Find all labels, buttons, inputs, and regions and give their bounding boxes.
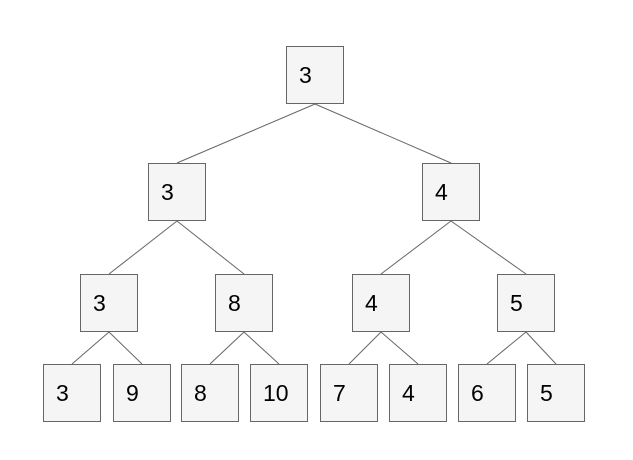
- tree-node-l1-0[interactable]: 3: [148, 163, 206, 221]
- tree-node-l2-1[interactable]: 8: [215, 274, 273, 332]
- tree-edge: [525, 331, 557, 365]
- tree-edge: [176, 103, 316, 164]
- tree-edge: [71, 331, 110, 365]
- tree-node-l3-5[interactable]: 4: [389, 364, 447, 422]
- tree-node-l2-3[interactable]: 5: [497, 274, 555, 332]
- tree-node-l3-1[interactable]: 9: [113, 364, 171, 422]
- tree-node-l3-2[interactable]: 8: [181, 364, 239, 422]
- tree-edge: [243, 331, 280, 365]
- tree-node-l3-3[interactable]: 10: [250, 364, 308, 422]
- tree-node-l3-6[interactable]: 6: [458, 364, 516, 422]
- tree-node-l1-1[interactable]: 4: [422, 163, 480, 221]
- tree-node-l0-0[interactable]: 3: [286, 46, 344, 104]
- tree-edge: [108, 220, 178, 275]
- tree-node-l3-7[interactable]: 5: [527, 364, 585, 422]
- tree-edge: [348, 331, 382, 365]
- tree-edge: [209, 331, 245, 365]
- tree-edge: [486, 331, 527, 365]
- tree-node-l2-2[interactable]: 4: [352, 274, 410, 332]
- tree-edge: [450, 220, 527, 275]
- tree-edge: [380, 331, 419, 365]
- tree-edge: [108, 331, 143, 365]
- tree-edge: [380, 220, 452, 275]
- tree-node-l2-0[interactable]: 3: [80, 274, 138, 332]
- tree-node-l3-0[interactable]: 3: [43, 364, 101, 422]
- tree-edge: [176, 220, 245, 275]
- tree-node-l3-4[interactable]: 7: [320, 364, 378, 422]
- tree-edge: [314, 103, 452, 164]
